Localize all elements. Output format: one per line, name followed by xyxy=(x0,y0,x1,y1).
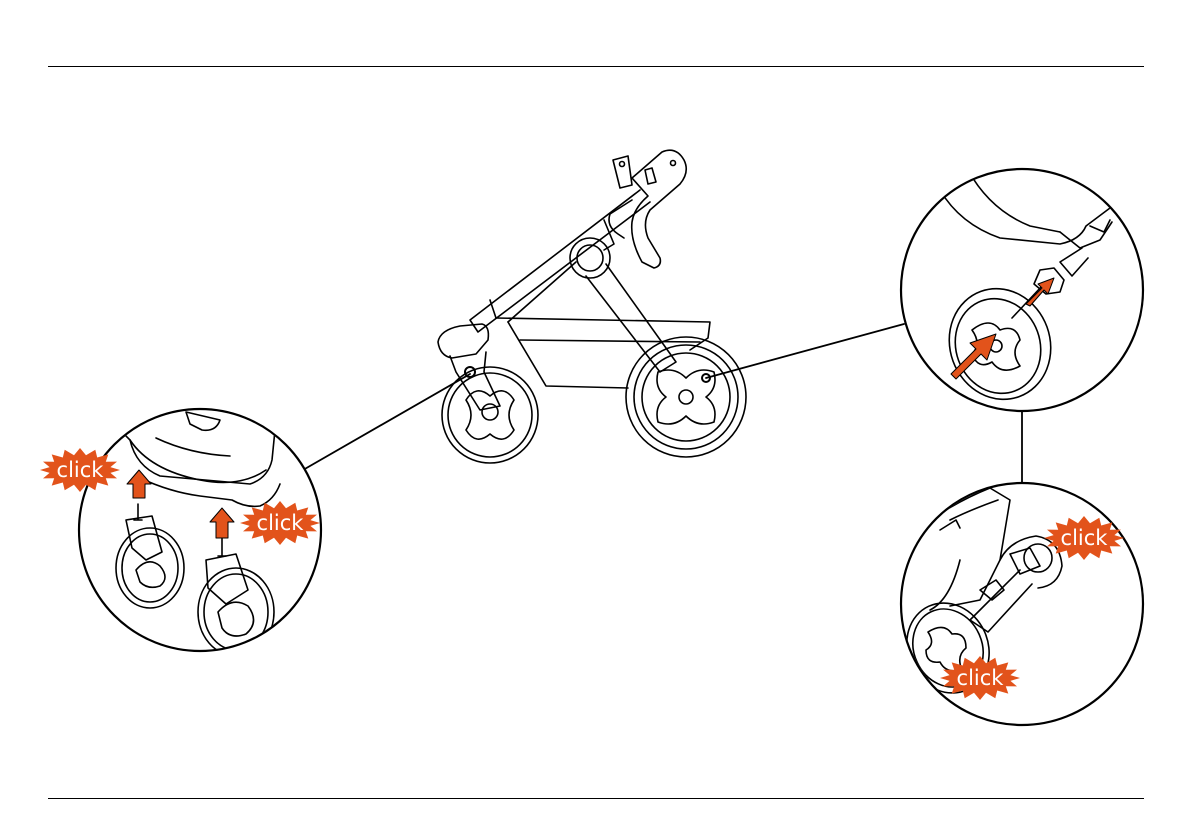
leader-line-rear xyxy=(706,324,904,378)
rear-wheel-attached-detail-circle xyxy=(892,483,1143,725)
rear-wheel-detail-circle xyxy=(901,169,1143,414)
click-label: click xyxy=(1061,526,1109,550)
rear-wheel xyxy=(626,337,746,457)
leader-line-front xyxy=(303,374,470,470)
click-label: click xyxy=(57,458,105,482)
click-label: click xyxy=(257,511,305,535)
stroller-frame xyxy=(438,150,710,410)
front-wheel xyxy=(442,367,538,463)
click-label: click xyxy=(957,666,1005,690)
